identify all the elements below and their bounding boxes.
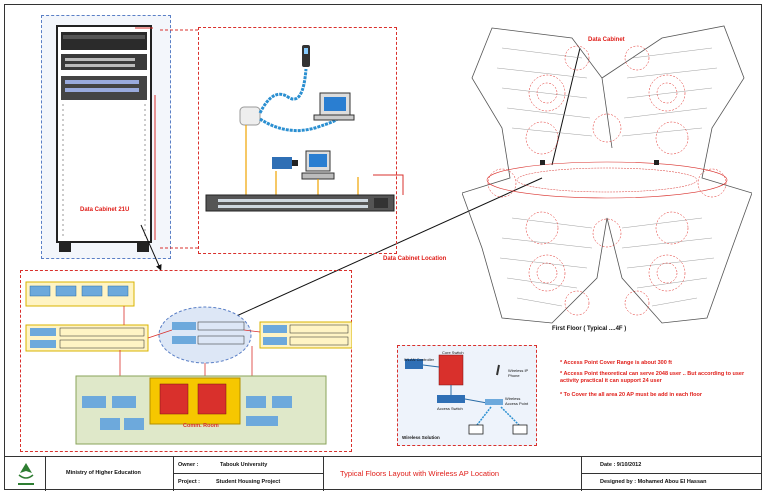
note-capacity: * Access Point theoretical can serve 204… xyxy=(560,371,745,384)
wireless-label-wlan-controller: WLAN Controller xyxy=(404,357,435,362)
org-cell xyxy=(46,457,174,491)
floor-caption: First Floor ( Typical ....4F ) xyxy=(552,326,627,332)
cabinet-location-label: Data Cabinet Location xyxy=(383,256,447,262)
title-cell xyxy=(324,457,582,491)
project-label: Project : xyxy=(178,479,201,485)
floor-plan xyxy=(462,25,752,324)
logo-cell xyxy=(4,457,46,491)
wireless-caption: Wireless Solution xyxy=(402,435,440,440)
switch-detail-box xyxy=(198,27,397,254)
owner-cell xyxy=(174,457,324,491)
drawing-sheet xyxy=(4,4,762,490)
network-diagram-box xyxy=(20,270,352,452)
designed-by: Designed by : Mohamed Abou El Hassan xyxy=(600,479,707,485)
title-block: Ministry of Higher Education Owner : Tab… xyxy=(4,456,762,491)
switch-detail-drawing xyxy=(205,45,404,212)
owner-label: Owner : xyxy=(178,462,199,468)
data-cabinet-rack xyxy=(56,25,153,252)
university-logo xyxy=(18,463,34,485)
org-name: Ministry of Higher Education xyxy=(66,470,141,476)
wireless-label-core-switch: Core Switch xyxy=(442,350,464,355)
project-value: Student Housing Project xyxy=(216,479,281,485)
comm-room-label: Comm. Room xyxy=(183,423,219,429)
owner-value: Tabouk University xyxy=(220,462,268,468)
wireless-solution-drawing xyxy=(405,354,528,435)
cabinet-label: Data Cabinet 21U xyxy=(80,207,130,213)
drawing-date: Date : 9/10/2012 xyxy=(600,462,642,468)
drawing-title: Typical Floors Layout with Wireless AP L… xyxy=(340,469,500,478)
floor-data-cabinet-label: Data Cabinet xyxy=(588,37,625,43)
note-range: * Access Point Cover Range is about 300 … xyxy=(560,360,672,366)
wireless-label-ip-phone: Wireless IP Phone xyxy=(508,368,529,378)
wireless-label-access-point: Wireless Access Point xyxy=(505,396,529,406)
note-coverage: * To Cover the all area 20 AP must be ad… xyxy=(560,392,703,398)
network-diagram-drawing xyxy=(25,281,352,445)
wireless-label-access-switch: Access Switch xyxy=(437,406,463,411)
